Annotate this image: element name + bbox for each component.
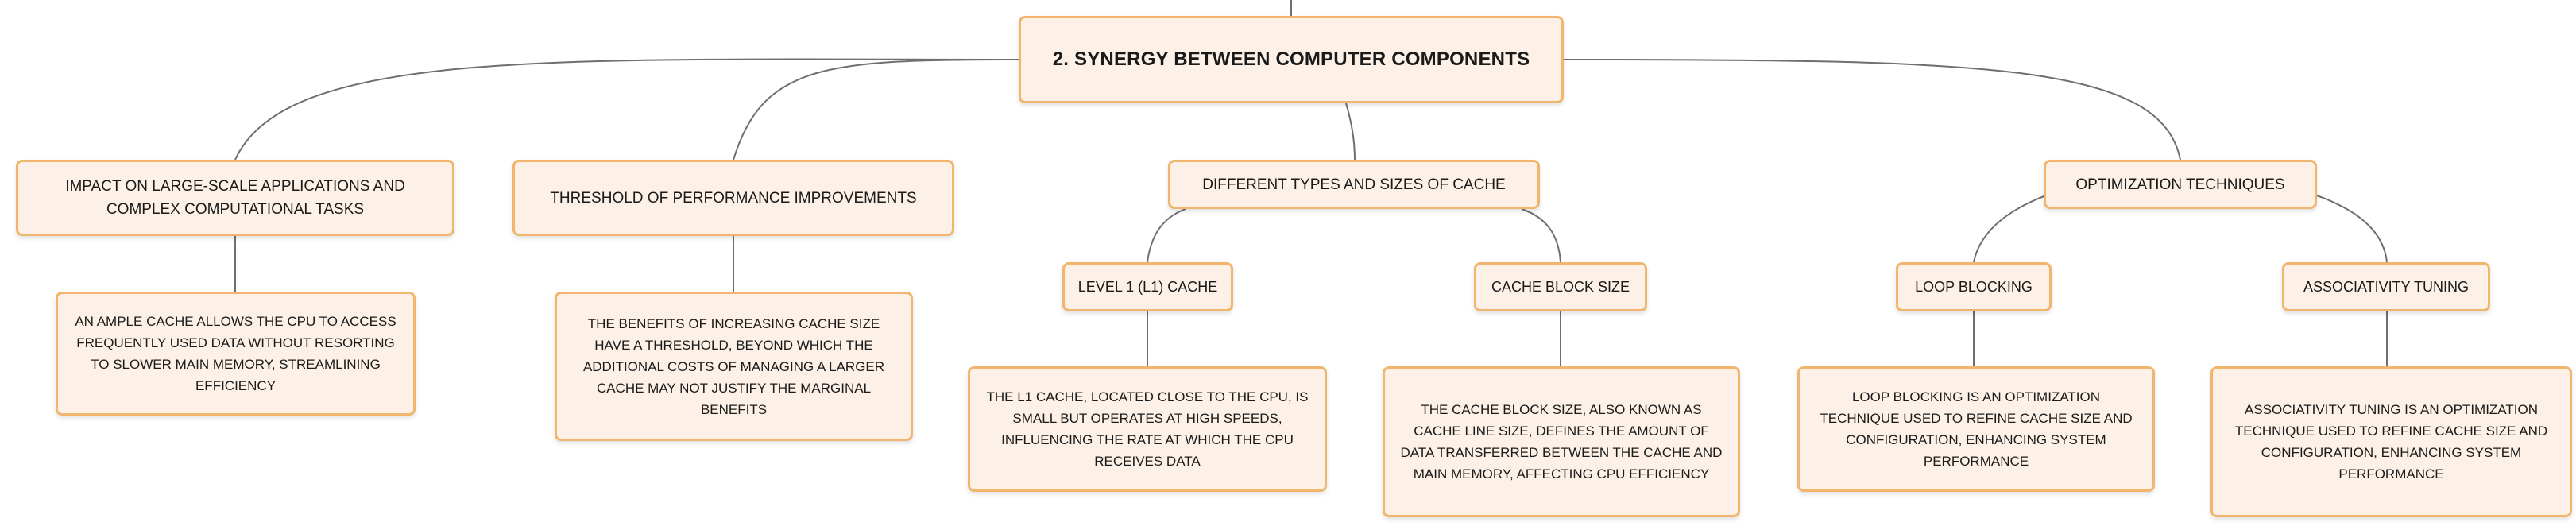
connector-types-to-blocksize xyxy=(1521,208,1561,263)
connector-root-to-types xyxy=(1345,103,1356,161)
root-node-label: 2. SYNERGY BETWEEN COMPUTER COMPONENTS xyxy=(1052,48,1530,70)
connector-root-to-optimization xyxy=(1563,59,2181,161)
detail-threshold-text: THE BENEFITS OF INCREASING CACHE SIZE HA… xyxy=(582,315,885,417)
connector-root-to-threshold xyxy=(733,59,1019,161)
connector-root-to-impact xyxy=(234,58,1019,161)
subtopic-cache-block-size-node[interactable]: CACHE BLOCK SIZE xyxy=(1474,262,1647,311)
detail-loop-blocking-text: LOOP BLOCKING IS AN OPTIMIZATION TECHNIQ… xyxy=(1820,389,2133,469)
detail-associativity-tuning-node[interactable]: ASSOCIATIVITY TUNING IS AN OPTIMIZATION … xyxy=(2210,366,2572,517)
detail-cache-block-size-text: THE CACHE BLOCK SIZE, ALSO KNOWN AS CACH… xyxy=(1400,402,1723,482)
subtopic-cache-block-size-label: CACHE BLOCK SIZE xyxy=(1491,279,1630,295)
detail-cache-block-size-node[interactable]: THE CACHE BLOCK SIZE, ALSO KNOWN AS CACH… xyxy=(1383,366,1740,517)
subtopic-loop-blocking-node[interactable]: LOOP BLOCKING xyxy=(1896,262,2052,311)
topic-cache-types-node[interactable]: DIFFERENT TYPES AND SIZES OF CACHE xyxy=(1168,160,1540,209)
topic-optimization-node[interactable]: OPTIMIZATION TECHNIQUES xyxy=(2044,160,2317,209)
detail-l1-cache-node[interactable]: THE L1 CACHE, LOCATED CLOSE TO THE CPU, … xyxy=(968,366,1327,492)
topic-optimization-label: OPTIMIZATION TECHNIQUES xyxy=(2075,176,2285,193)
root-node[interactable]: 2. SYNERGY BETWEEN COMPUTER COMPONENTS xyxy=(1019,16,1564,103)
connector-types-to-l1 xyxy=(1147,208,1186,263)
subtopic-loop-blocking-label: LOOP BLOCKING xyxy=(1915,279,2033,295)
detail-impact-node[interactable]: AN AMPLE CACHE ALLOWS THE CPU TO ACCESS … xyxy=(56,292,416,416)
detail-threshold-node[interactable]: THE BENEFITS OF INCREASING CACHE SIZE HA… xyxy=(555,292,913,441)
topic-threshold-node[interactable]: THRESHOLD OF PERFORMANCE IMPROVEMENTS xyxy=(512,160,954,236)
topic-threshold-label: THRESHOLD OF PERFORMANCE IMPROVEMENTS xyxy=(550,189,917,207)
subtopic-l1-cache-label: LEVEL 1 (L1) CACHE xyxy=(1077,279,1218,295)
detail-loop-blocking-node[interactable]: LOOP BLOCKING IS AN OPTIMIZATION TECHNIQ… xyxy=(1797,366,2155,492)
topic-cache-types-label: DIFFERENT TYPES AND SIZES OF CACHE xyxy=(1202,176,1506,193)
topic-impact-label: IMPACT ON LARGE-SCALE APPLICATIONS AND C… xyxy=(65,178,405,218)
subtopic-associativity-tuning-label: ASSOCIATIVITY TUNING xyxy=(2303,279,2470,295)
topic-impact-node[interactable]: IMPACT ON LARGE-SCALE APPLICATIONS AND C… xyxy=(16,160,454,236)
detail-associativity-tuning-text: ASSOCIATIVITY TUNING IS AN OPTIMIZATION … xyxy=(2234,402,2548,482)
subtopic-associativity-tuning-node[interactable]: ASSOCIATIVITY TUNING xyxy=(2282,262,2490,311)
subtopic-l1-cache-node[interactable]: LEVEL 1 (L1) CACHE xyxy=(1062,262,1233,311)
detail-l1-cache-text: THE L1 CACHE, LOCATED CLOSE TO THE CPU, … xyxy=(986,389,1309,469)
detail-impact-text: AN AMPLE CACHE ALLOWS THE CPU TO ACCESS … xyxy=(75,314,396,393)
